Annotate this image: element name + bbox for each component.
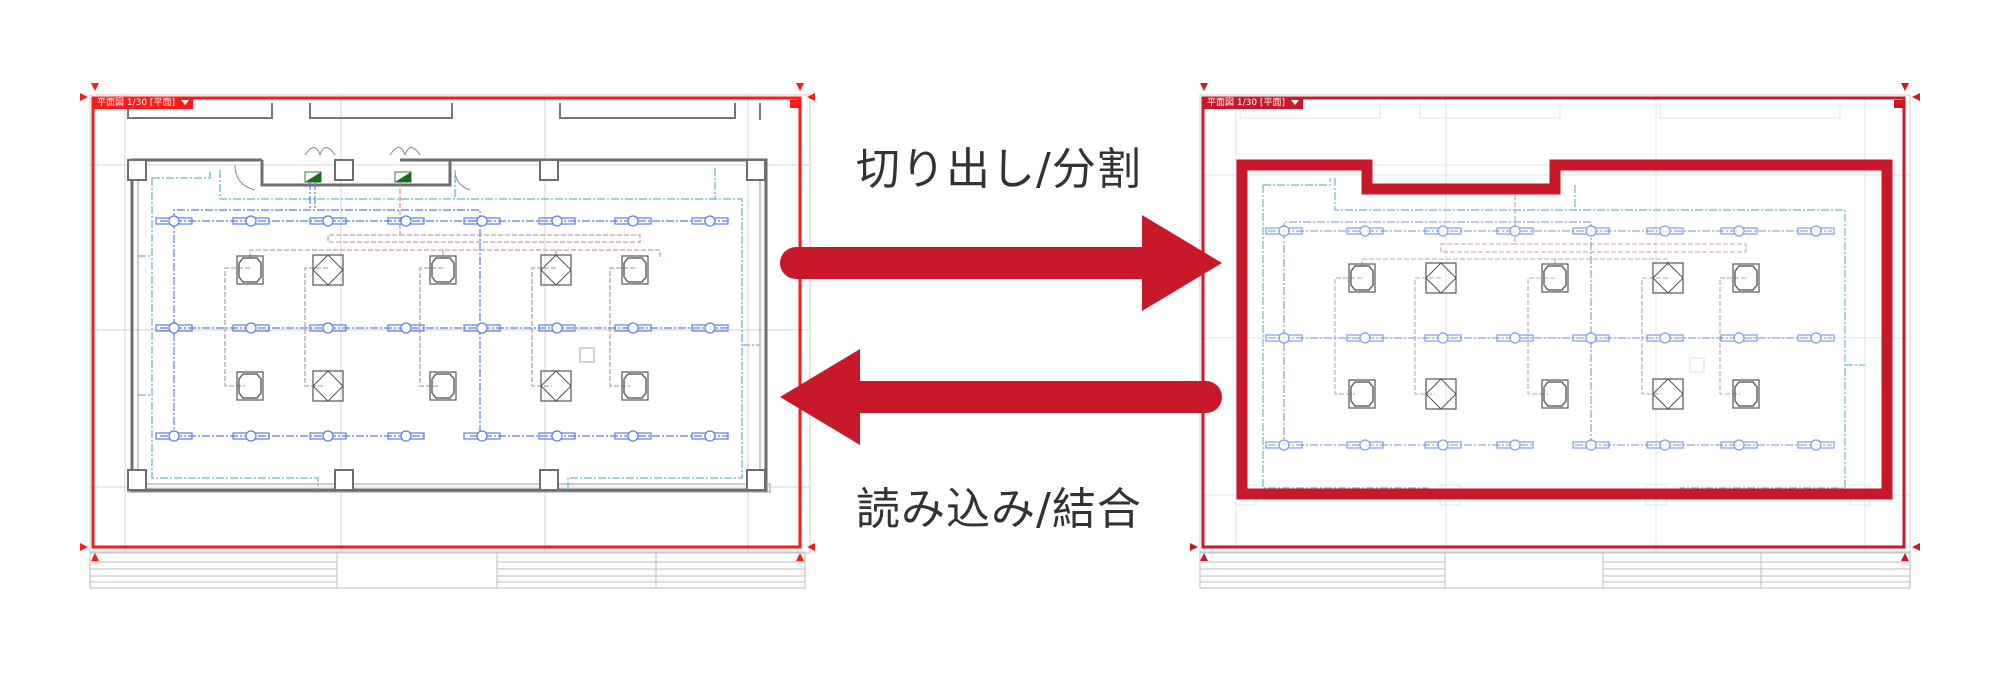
right-view-panel[interactable]: [1190, 83, 1920, 589]
equipment-icon: [304, 171, 412, 183]
left-view-frame[interactable]: [91, 96, 802, 549]
indoor-units: [1348, 262, 1760, 410]
split-arrow: [780, 215, 1222, 311]
left-view-panel[interactable]: [80, 83, 815, 589]
right-view-frame[interactable]: [1201, 96, 1906, 549]
view-options-icon[interactable]: [1894, 100, 1903, 108]
view-options-icon[interactable]: [790, 100, 799, 108]
crop-region-outline[interactable]: [1236, 159, 1893, 500]
title-block: [89, 551, 806, 589]
right-view-label[interactable]: 平面図 1/30 [平面]: [1203, 98, 1303, 109]
merge-caption: 読み込み/結合: [856, 484, 1142, 535]
view-label-text: 平面図 1/30 [平面]: [97, 98, 175, 108]
left-view-label[interactable]: 平面図 1/30 [平面]: [93, 98, 193, 109]
merge-arrow: [780, 349, 1222, 445]
chevron-down-icon[interactable]: [180, 100, 189, 105]
indoor-units: [236, 254, 649, 402]
split-caption: 切り出し/分割: [856, 144, 1142, 195]
view-label-text: 平面図 1/30 [平面]: [1207, 98, 1285, 108]
title-block: [1199, 551, 1911, 589]
crop-handles[interactable]: [1190, 83, 1920, 561]
chevron-down-icon[interactable]: [1290, 100, 1299, 105]
crop-handles[interactable]: [80, 83, 815, 561]
